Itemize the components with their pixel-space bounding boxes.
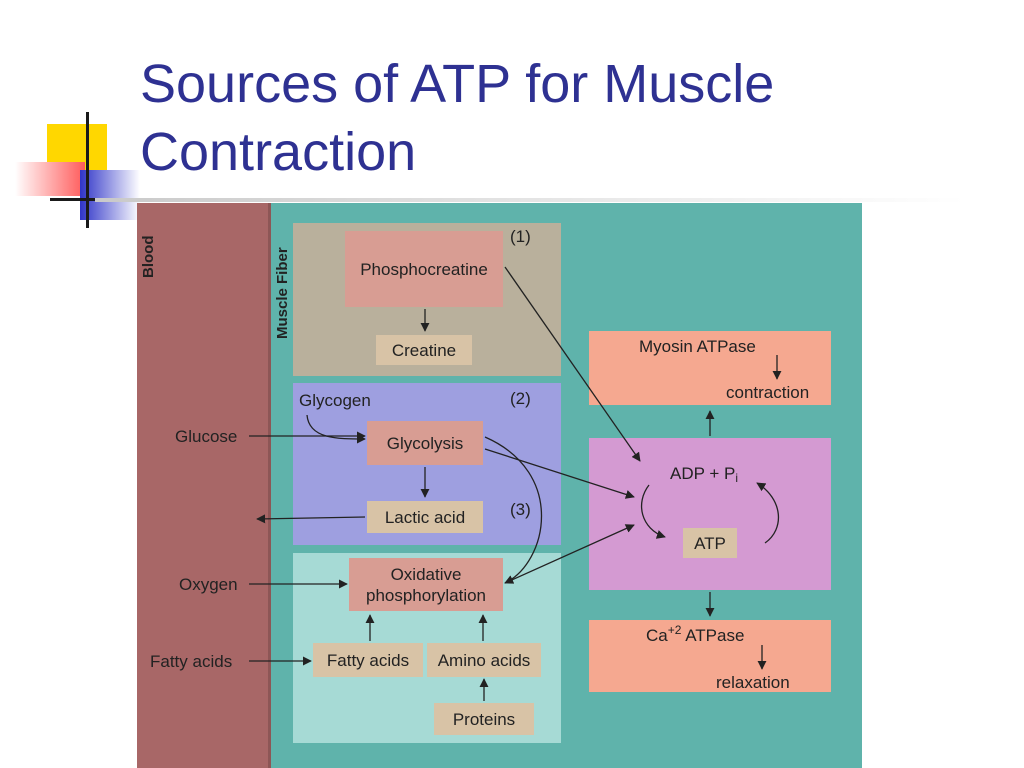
arrow-atp-to-adp-right — [756, 482, 779, 544]
glucose-label: Glucose — [175, 427, 238, 446]
arrow-lactic-to-blood — [256, 514, 366, 524]
atp-cycle-box — [589, 438, 831, 590]
oxidative-line1: Oxidative — [390, 564, 462, 584]
ca-atpase-text: ATPase — [681, 626, 745, 645]
oxidative-line2: phosphorylation — [365, 585, 487, 605]
glycogen-label: Glycogen — [299, 391, 371, 410]
contraction-label: contraction — [726, 383, 810, 402]
step-3-label: (3) — [510, 500, 531, 519]
ca-atpase-label: Ca+2 ATPase — [646, 623, 744, 646]
adp-pi-label: ADP + Pi — [670, 464, 738, 485]
ornament-blue-bar — [80, 170, 140, 220]
arrow-phosphocreatine-to-adp — [504, 266, 641, 462]
ca-text: Ca — [646, 626, 668, 645]
ornament-horizontal-line — [50, 198, 110, 201]
oxygen-label: Oxygen — [179, 575, 238, 594]
ornament-vertical-line — [86, 112, 89, 228]
slide-title: Sources of ATP for Muscle Contraction — [140, 50, 940, 186]
step-2-label: (2) — [510, 389, 531, 408]
atp-box: ATP — [683, 528, 737, 558]
diagram-arrows — [249, 266, 782, 701]
glycolysis-box: Glycolysis — [367, 421, 483, 465]
blood-region — [137, 203, 271, 768]
adp-text: ADP + P — [670, 464, 736, 483]
arrow-adp-to-atp-left — [640, 484, 666, 539]
oxidative-phosphorylation-box: Oxidative phosphorylation — [349, 558, 503, 611]
slide-title-line2: Contraction — [140, 122, 417, 182]
lactic-acid-box: Lactic acid — [367, 501, 483, 533]
amino-acids-box: Amino acids — [427, 643, 541, 677]
adp-subscript: i — [735, 471, 739, 485]
arrow-oxidative-to-atp-cycle — [504, 524, 635, 584]
atp-diagram: Blood Muscle Fiber (1) (2) (3) Phosphocr… — [137, 203, 862, 768]
arrow-glycolysis-loop-to-oxidative — [484, 436, 543, 584]
phosphocreatine-box: Phosphocreatine — [345, 231, 503, 307]
creatine-box: Creatine — [376, 335, 472, 365]
ca-superscript: +2 — [667, 623, 682, 637]
title-underline — [95, 198, 965, 202]
ca-atpase-box — [589, 620, 831, 692]
fatty-acids-inner-box: Fatty acids — [313, 643, 423, 677]
ornament-red-bar — [15, 162, 85, 196]
arrow-glycolysis-to-atp-cycle — [484, 448, 635, 499]
myosin-atpase-label: Myosin ATPase — [639, 337, 756, 356]
proteins-box: Proteins — [434, 703, 534, 735]
step-1-label: (1) — [510, 227, 531, 246]
slide-title-line1: Sources of ATP for Muscle — [140, 54, 775, 114]
myosin-atpase-box — [589, 331, 831, 405]
fatty-acids-outer-label: Fatty acids — [150, 652, 233, 671]
relaxation-label: relaxation — [716, 673, 790, 692]
